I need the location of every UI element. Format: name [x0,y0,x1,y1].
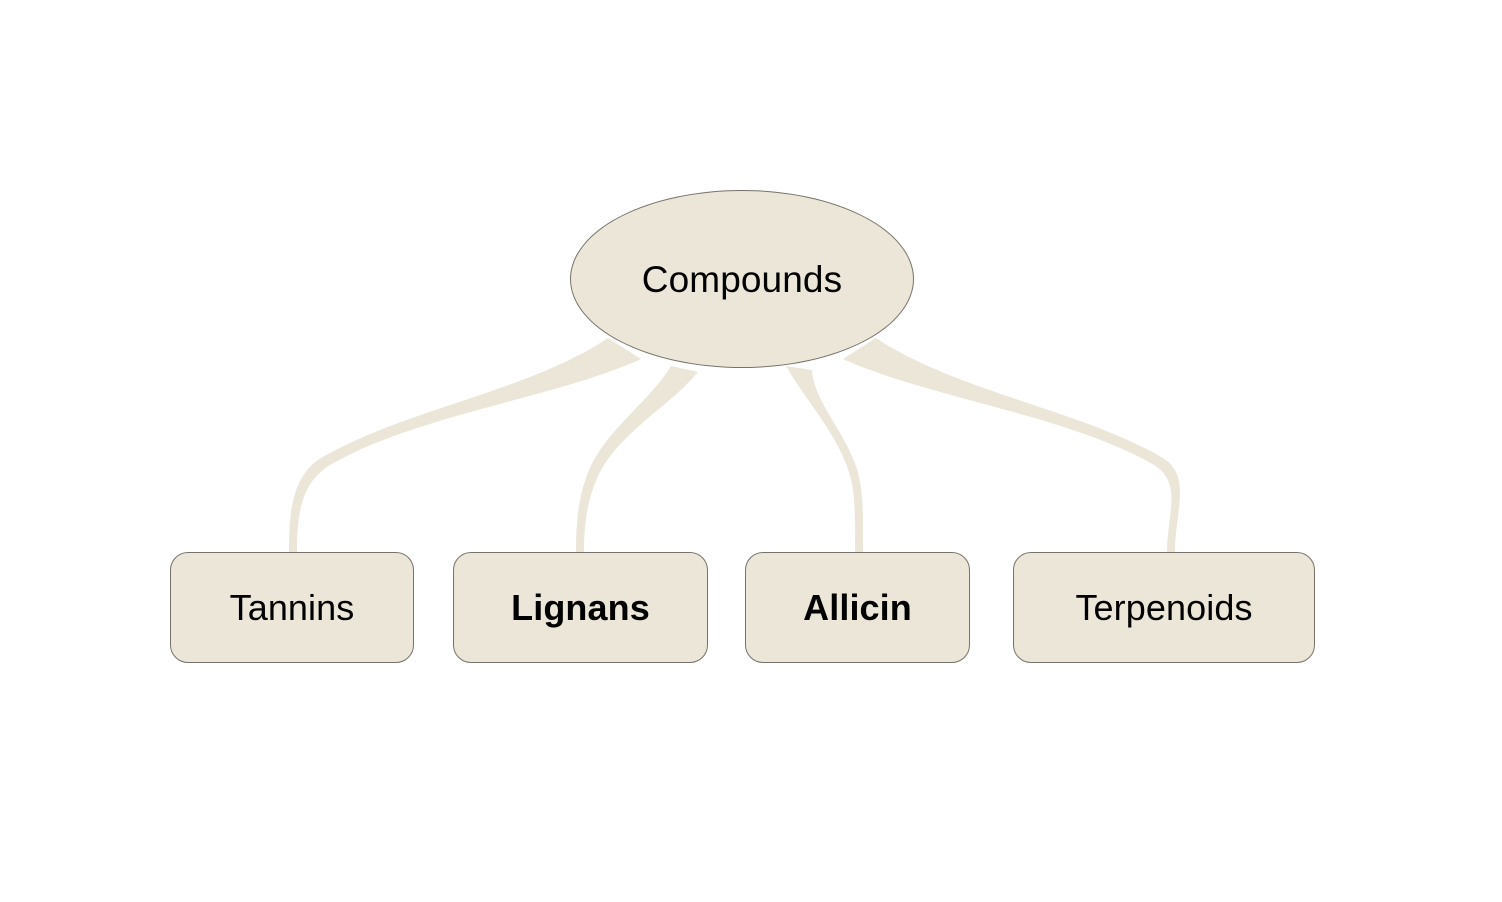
leaf-node-label-tannins: Tannins [229,586,355,628]
leaf-node-terpenoids[interactable]: Terpenoids [1013,552,1315,663]
leaf-node-lignans[interactable]: Lignans [453,552,708,663]
root-node-compounds[interactable]: Compounds [570,190,914,368]
leaf-node-label-allicin: Allicin [803,586,912,628]
root-node-label: Compounds [641,258,843,300]
edge-compounds-tannins [289,338,641,552]
edge-group [289,338,1180,552]
leaf-node-label-lignans: Lignans [511,586,650,628]
edge-compounds-terpenoids [843,338,1180,552]
edge-compounds-lignans [576,366,698,552]
leaf-node-tannins[interactable]: Tannins [170,552,414,663]
leaf-node-allicin[interactable]: Allicin [745,552,970,663]
leaf-node-label-terpenoids: Terpenoids [1075,586,1253,628]
edge-compounds-allicin [786,366,864,552]
